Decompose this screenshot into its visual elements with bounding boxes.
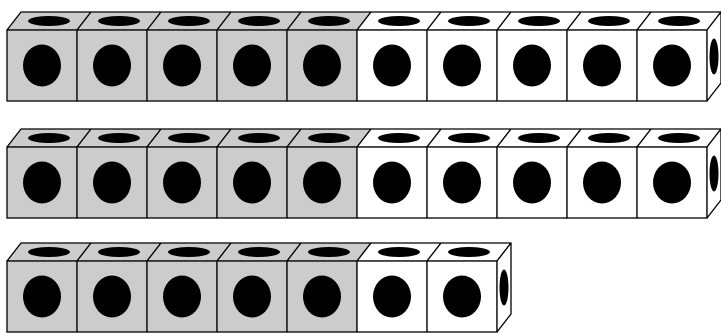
front-dot	[373, 276, 411, 318]
front-dot	[23, 45, 61, 87]
top-knob	[308, 133, 350, 143]
top-knob	[378, 16, 420, 26]
front-dot	[303, 45, 341, 87]
front-dot	[583, 45, 621, 87]
front-dot	[233, 45, 271, 87]
front-dot	[303, 162, 341, 204]
side-dot	[710, 156, 719, 192]
front-dot	[93, 276, 131, 318]
side-dot	[710, 39, 719, 75]
top-knob	[98, 247, 140, 257]
top-knob	[518, 16, 560, 26]
top-knob	[98, 16, 140, 26]
top-knob	[658, 16, 700, 26]
top-knob	[308, 247, 350, 257]
front-dot	[233, 162, 271, 204]
top-knob	[168, 247, 210, 257]
top-knob	[28, 16, 70, 26]
top-knob	[588, 133, 630, 143]
front-dot	[443, 162, 481, 204]
top-knob	[518, 133, 560, 143]
top-knob	[448, 247, 490, 257]
top-knob	[168, 133, 210, 143]
top-knob	[98, 133, 140, 143]
cube-train	[7, 243, 511, 332]
top-knob	[378, 133, 420, 143]
top-knob	[238, 133, 280, 143]
front-dot	[233, 276, 271, 318]
front-dot	[443, 45, 481, 87]
front-dot	[303, 276, 341, 318]
front-dot	[653, 162, 691, 204]
top-knob	[448, 133, 490, 143]
top-knob	[588, 16, 630, 26]
front-dot	[23, 276, 61, 318]
top-knob	[238, 247, 280, 257]
front-dot	[513, 45, 551, 87]
front-dot	[93, 162, 131, 204]
side-dot	[500, 270, 509, 306]
top-knob	[378, 247, 420, 257]
front-dot	[583, 162, 621, 204]
top-knob	[168, 16, 210, 26]
front-dot	[93, 45, 131, 87]
front-dot	[163, 276, 201, 318]
front-dot	[653, 45, 691, 87]
top-knob	[448, 16, 490, 26]
cube-train	[7, 12, 721, 101]
top-knob	[238, 16, 280, 26]
top-knob	[308, 16, 350, 26]
top-knob	[28, 247, 70, 257]
top-knob	[658, 133, 700, 143]
cube-train	[7, 129, 721, 218]
front-dot	[23, 162, 61, 204]
front-dot	[163, 162, 201, 204]
front-dot	[513, 162, 551, 204]
front-dot	[443, 276, 481, 318]
front-dot	[373, 162, 411, 204]
top-knob	[28, 133, 70, 143]
front-dot	[373, 45, 411, 87]
front-dot	[163, 45, 201, 87]
